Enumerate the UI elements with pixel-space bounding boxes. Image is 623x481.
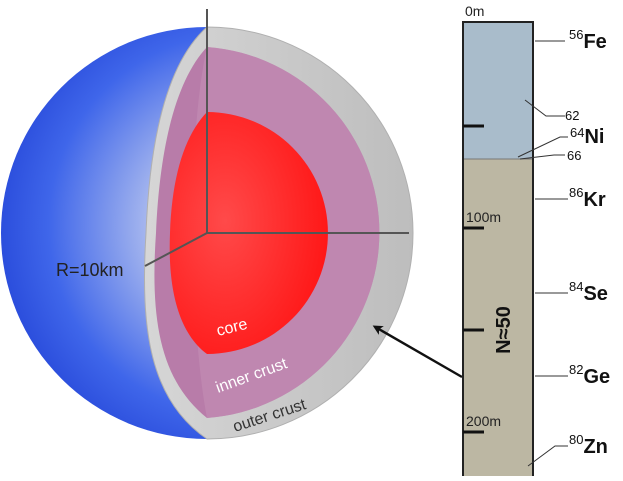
column-upper-layer [463, 22, 533, 159]
isotope-label-ge82: 82Ge [569, 362, 610, 388]
isotope-label-fe56: 56Fe [569, 27, 607, 53]
depth-label-low: 200m [466, 413, 501, 429]
isotope-label-zn80: 80Zn [569, 432, 608, 458]
isotope-leader [527, 445, 568, 467]
isotope-label-62: 62 [565, 108, 579, 123]
isotope-label-kr86: 86Kr [569, 185, 606, 211]
column-frame [462, 21, 534, 481]
pointer-arrow [372, 325, 463, 379]
magic-number-label: N≈50 [493, 306, 515, 354]
axis-diagonal [144, 232, 208, 267]
radius-label: R=10km [56, 260, 124, 280]
depth-label-top: 0m [465, 3, 484, 19]
isotope-label-66: 66 [567, 148, 581, 163]
depth-label-mid: 100m [466, 209, 501, 225]
isotope-leader [519, 154, 565, 160]
isotope-label-ni64: 64Ni [570, 125, 604, 148]
isotope-leader [524, 99, 565, 117]
column-lower-layer [463, 159, 533, 476]
isotope-label-se84: 84Se [569, 279, 608, 305]
isotope-leader [517, 136, 568, 158]
